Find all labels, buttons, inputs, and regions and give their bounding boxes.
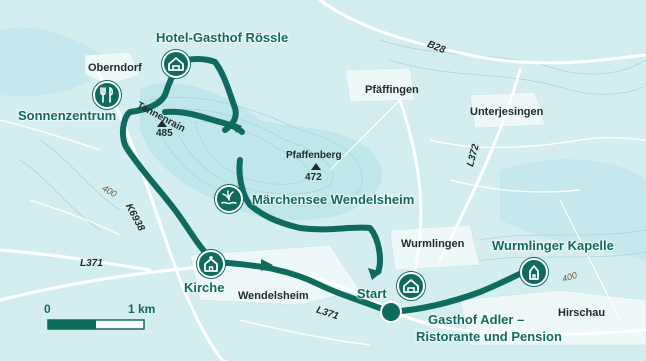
sonnenzentrum-marker[interactable] [93, 81, 121, 109]
peak-elevation-tannenrain: 485 [156, 128, 173, 139]
poi-label-gasthof-line2: Ristorante und Pension [416, 329, 562, 344]
poi-label-maerchensee: Märchensee Wendelsheim [252, 192, 415, 207]
poi-label-sonnenzentrum: Sonnenzentrum [18, 108, 117, 123]
church-icon [204, 256, 218, 272]
route-arrows [232, 122, 382, 280]
chapel-icon [529, 265, 539, 280]
peak-elevation-pfaffenberg: 472 [305, 172, 322, 183]
peak-label-pfaffenberg: Pfaffenberg [286, 150, 342, 161]
poi-label-start: Start [357, 286, 387, 301]
gasthof-adler-marker[interactable] [397, 272, 425, 300]
kirche-marker[interactable] [197, 250, 225, 278]
forest-area-west [0, 27, 110, 97]
place-label-unterjesingen: Unterjesingen [470, 106, 544, 118]
scale-bar [47, 319, 145, 330]
road-label-l371-west: L371 [80, 258, 103, 269]
road-l372 [438, 68, 522, 262]
place-label-wendelsheim: Wendelsheim [238, 290, 309, 302]
maerchensee-marker[interactable] [215, 185, 243, 213]
hotel-icon [403, 279, 419, 293]
wurmlinger-kapelle-marker[interactable] [520, 258, 548, 286]
lake-icon [221, 190, 237, 205]
restaurant-icon [100, 86, 114, 103]
forest-area-east [500, 159, 646, 260]
scale-label-zero: 0 [44, 302, 51, 316]
poi-label-wurmlinger-kapelle: Wurmlinger Kapelle [492, 238, 614, 253]
road-l371 [0, 264, 646, 337]
road-k6938 [88, 58, 227, 361]
place-label-wurmlingen: Wurmlingen [401, 238, 465, 250]
contour-lines [19, 39, 646, 263]
place-label-pfaeffingen: Pfäffingen [365, 84, 419, 96]
place-label-oberndorf: Oberndorf [88, 62, 142, 74]
hotel-icon [168, 57, 184, 71]
poi-label-gasthof-line1: Gasthof Adler – [428, 312, 525, 327]
poi-label-hotel: Hotel-Gasthof Rössle [156, 30, 289, 45]
road-b28 [318, 0, 646, 65]
peak-marker-tannenrain [157, 120, 167, 127]
minor-roads [0, 99, 646, 346]
poi-label-kirche: Kirche [184, 280, 225, 295]
place-label-hirschau: Hirschau [558, 307, 606, 319]
hotel-marker[interactable] [162, 50, 190, 78]
start-point [380, 301, 402, 323]
peak-marker-pfaffenberg [311, 163, 321, 170]
scale-label-km: 1 km [128, 302, 156, 316]
